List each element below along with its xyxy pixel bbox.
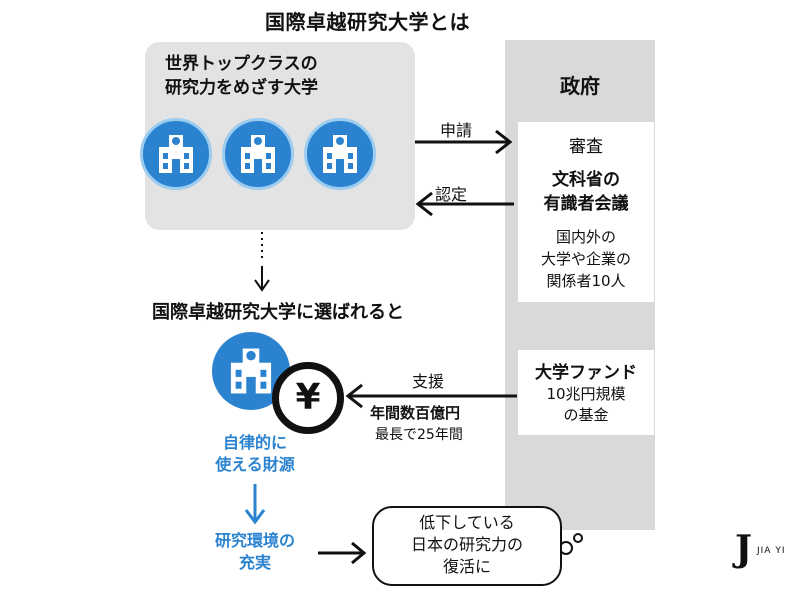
yen-symbol: ¥ [295,377,321,418]
committee-name-line1: 文科省の [552,170,620,190]
building-icon-svg [230,348,272,394]
revival-text: 低下している 日本の研究力の 復活に [372,512,562,578]
revival-bubble [372,506,562,586]
fund-name: 大学ファンド [535,363,637,383]
revival-line2: 日本の研究力の [410,535,523,554]
university-label-line2: 研究力をめざす大学 [165,78,318,98]
duration-label: 最長で25年間 [375,427,463,443]
university-building-icon [222,118,294,190]
budget-label: 年間数百億円 [370,404,461,422]
university-building-icon [140,118,212,190]
logo-mark: J [735,528,753,570]
committee-description: 国内外の 大学や企業の 関係者10人 [518,226,654,292]
review-label: 審査 [569,137,603,157]
certify-label: 認定 [435,185,468,204]
selection-down-arrow [254,232,270,292]
university-label-line1: 世界トップクラスの [165,54,318,74]
fund-description: 10兆円規模 の基金 [518,384,654,426]
committee-desc-line1: 国内外の [555,228,616,246]
thought-bubble-small [573,533,583,543]
revival-line3: 復活に [442,557,491,576]
funding-line2: 使える財源 [215,455,295,474]
logo-text: JIA YI [757,546,786,556]
environment-line1: 研究環境の [214,531,295,550]
environment-outcome: 研究環境の 充実 [200,530,310,574]
funding-line1: 自律的に [222,433,287,452]
fund-desc-line2: の基金 [563,406,609,424]
government-title: 政府 [560,74,600,98]
building-icon-svg [159,135,193,173]
environment-line2: 充実 [238,553,271,572]
building-icon-svg [323,135,357,173]
yen-coin-icon [272,362,344,434]
committee-name-line2: 有識者会議 [543,194,629,214]
support-label: 支援 [412,372,445,391]
selected-heading: 国際卓越研究大学に選ばれると [152,302,404,323]
funding-outcome: 自律的に 使える財源 [200,432,310,476]
certify-arrow [415,191,514,217]
building-icon-svg [241,135,275,173]
committee-desc-line3: 関係者10人 [546,272,626,290]
fund-box [518,350,654,435]
funding-down-arrow [244,484,266,525]
revival-line1: 低下している [419,513,515,532]
committee-name: 文科省の 有識者会議 [518,168,654,216]
review-box [518,122,654,302]
apply-arrow [415,129,513,155]
university-building-icon [304,118,376,190]
fund-desc-line1: 10兆円規模 [546,385,626,403]
support-arrow [345,383,517,409]
apply-label: 申請 [440,121,473,140]
diagram-title: 国際卓越研究大学とは [265,10,470,34]
environment-right-arrow [318,541,367,565]
university-label: 世界トップクラスの 研究力をめざす大学 [165,52,318,100]
committee-desc-line2: 大学や企業の [540,250,631,268]
